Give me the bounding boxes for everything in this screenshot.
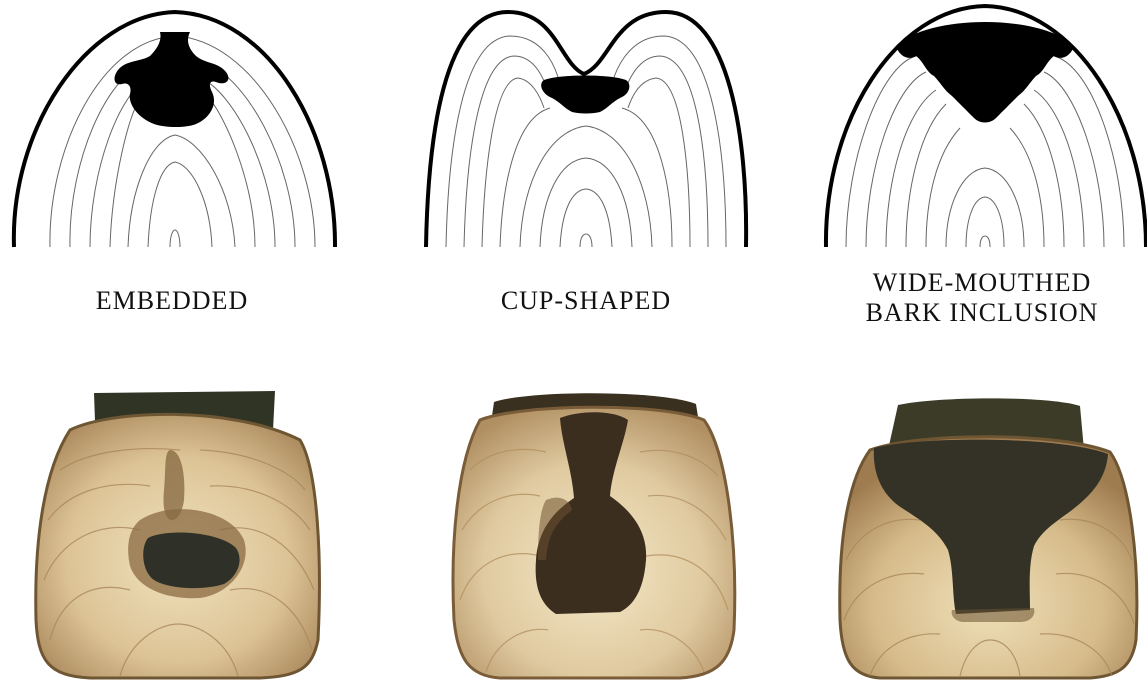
growth-rings [446, 36, 726, 247]
caption-line: BARK INCLUSION [832, 298, 1132, 328]
photo-wide-mouthed [840, 398, 1137, 678]
caption-cup-shaped: CUP-SHAPED [456, 286, 716, 316]
caption-line: CUP-SHAPED [456, 286, 716, 316]
photo-cup-shaped [453, 393, 735, 678]
bark-inclusion [896, 22, 1074, 123]
caption-wide-mouthed: WIDE-MOUTHED BARK INCLUSION [832, 268, 1132, 328]
bark-inclusion [541, 76, 629, 114]
caption-line: EMBEDDED [42, 286, 302, 316]
diagram-embedded [14, 12, 340, 247]
caption-line: WIDE-MOUTHED [832, 268, 1132, 298]
caption-embedded: EMBEDDED [42, 286, 302, 316]
diagram-wide-mouthed [826, 6, 1146, 247]
diagram-cup-shaped [426, 12, 746, 247]
decay-edge [952, 608, 1035, 622]
photo-embedded [36, 391, 320, 678]
